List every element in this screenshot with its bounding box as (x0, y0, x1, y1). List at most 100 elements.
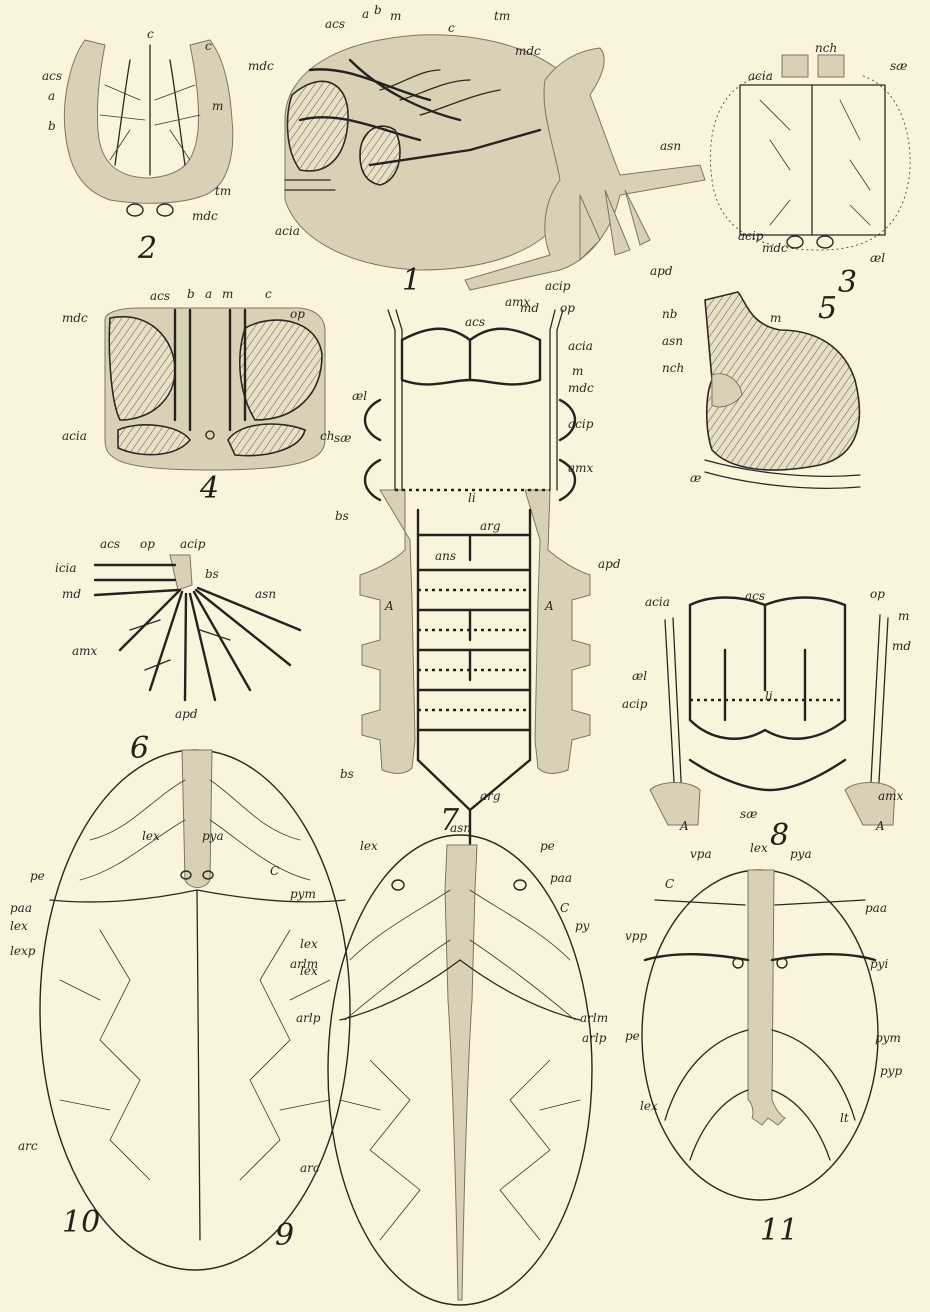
fig8-label: sæ (740, 807, 757, 821)
figure-8: acia acs op m md æl acip li sæ A A amx 8 (622, 587, 911, 853)
fig11-label: lex (640, 1099, 658, 1113)
fig10-label: pym (290, 887, 316, 901)
fig11-label: pya (790, 847, 812, 861)
fig3-label: mdc (762, 241, 788, 255)
fig1-label: acs (325, 17, 345, 31)
fig11-label: pyp (880, 1064, 902, 1078)
fig2-label: mdc (192, 209, 218, 223)
fig11-label: vpp (625, 929, 647, 943)
figure-6-number: 6 (130, 731, 149, 766)
figure-1: acs a b m c tm mdc mdc asn acia acip amx… (248, 3, 705, 309)
fig9-label: arlm (580, 1011, 608, 1025)
fig10-label: arc (18, 1139, 38, 1153)
fig8-label: m (898, 609, 909, 623)
fig4-label: acia (62, 429, 87, 443)
figure-5-number: 5 (818, 291, 837, 326)
fig4-label: b (187, 287, 195, 301)
fig3-label: acia (748, 69, 773, 83)
fig9-label: py (575, 919, 590, 933)
fig5-label: nb (662, 307, 677, 321)
fig4-label: op (290, 307, 305, 321)
fig8-label: md (892, 639, 911, 653)
fig8-label: æl (632, 669, 647, 683)
fig6-label: icia (55, 561, 77, 575)
fig4-label: mdc (62, 311, 88, 325)
fig9-label: arlp (582, 1031, 607, 1045)
fig2-label: acs (42, 69, 62, 83)
fig4-label: acs (150, 289, 170, 303)
fig1-label: acip (545, 279, 571, 293)
fig4-label: ch (320, 429, 334, 443)
fig4-label: c (265, 287, 272, 301)
fig1-label: b (374, 3, 382, 17)
figure-10: lex pya pe C pym paa lex arlm lexp arlp … (10, 750, 350, 1270)
fig5-label: nch (662, 361, 684, 375)
fig9-label: lex (300, 964, 318, 978)
figure-1-number: 1 (402, 263, 421, 298)
fig6-label: amx (72, 644, 98, 658)
fig3-label: sæ (890, 59, 907, 73)
fig8-label: acs (745, 589, 765, 603)
fig11-label: paa (865, 901, 887, 915)
fig5-label: æ (690, 471, 701, 485)
fig1-label: acia (275, 224, 300, 238)
fig7-label: li (468, 491, 476, 505)
fig6-label: op (140, 537, 155, 551)
fig7-label: mdc (568, 381, 594, 395)
fig9-label: pe (540, 839, 555, 853)
figure-11-number: 11 (760, 1213, 798, 1248)
fig6-label: acs (100, 537, 120, 551)
fig8-label: amx (878, 789, 904, 803)
fig1-label: mdc (248, 59, 274, 73)
fig2-label: c (205, 39, 212, 53)
fig3-label: nch (815, 41, 837, 55)
fig1-label: apd (650, 264, 673, 278)
fig2-label: tm (215, 184, 231, 198)
fig8-label: A (875, 819, 885, 833)
fig9-label: arc (300, 1161, 320, 1175)
fig11-label: pym (875, 1031, 901, 1045)
fig7-label: apd (598, 557, 621, 571)
fig2-label: m (212, 99, 223, 113)
figure-2: c acs a b c m tm mdc 2 (42, 27, 233, 266)
fig1-label: asn (660, 139, 681, 153)
fig7-label: md (520, 301, 539, 315)
fig10-label: lex (10, 919, 28, 933)
fig11-label: vpa (690, 847, 712, 861)
figure-6: acs op acip icia md bs asn amx apd 6 (55, 537, 300, 766)
fig9-label: C (560, 901, 569, 915)
fig9-label: lex (360, 839, 378, 853)
fig7-label: acip (568, 417, 594, 431)
figure-3: acia nch sæ acip mdc æl 3 (710, 41, 910, 300)
fig10-label: C (270, 864, 279, 878)
fig10-label: lexp (10, 944, 36, 958)
fig7-label: arg (480, 789, 501, 803)
fig1-label: mdc (515, 44, 541, 58)
fig8-label: op (870, 587, 885, 601)
fig9-label: paa (550, 871, 572, 885)
fig7-label: ans (435, 549, 456, 563)
fig11-label: lex (750, 841, 768, 855)
figure-5: nb m asn nch æ 5 (662, 291, 860, 488)
fig11-label: pe (625, 1029, 640, 1043)
fig8-label: A (679, 819, 689, 833)
fig1-label: tm (494, 9, 510, 23)
figure-3-number: 3 (838, 265, 857, 300)
fig7-label: arg (480, 519, 501, 533)
fig7-label: bs (340, 767, 354, 781)
fig3-label: acip (738, 229, 764, 243)
fig8-label: li (765, 689, 773, 703)
fig7-label: acs (465, 315, 485, 329)
fig10-label: pya (202, 829, 224, 843)
fig4-label: a (205, 287, 212, 301)
figure-11: vpa lex pya C paa vpp pyi pe pym pyp lex… (625, 841, 902, 1248)
fig4-label: m (222, 287, 233, 301)
fig10-label: arlp (296, 1011, 321, 1025)
fig11-label: lt (840, 1111, 849, 1125)
figure-9-number: 9 (275, 1218, 294, 1253)
fig7-label: A (384, 599, 394, 613)
figure-9: lex pe paa C py lex lex arlm arlp arc 9 (275, 835, 608, 1305)
fig11-label: C (665, 877, 674, 891)
figure-7-number: 7 (440, 803, 460, 838)
